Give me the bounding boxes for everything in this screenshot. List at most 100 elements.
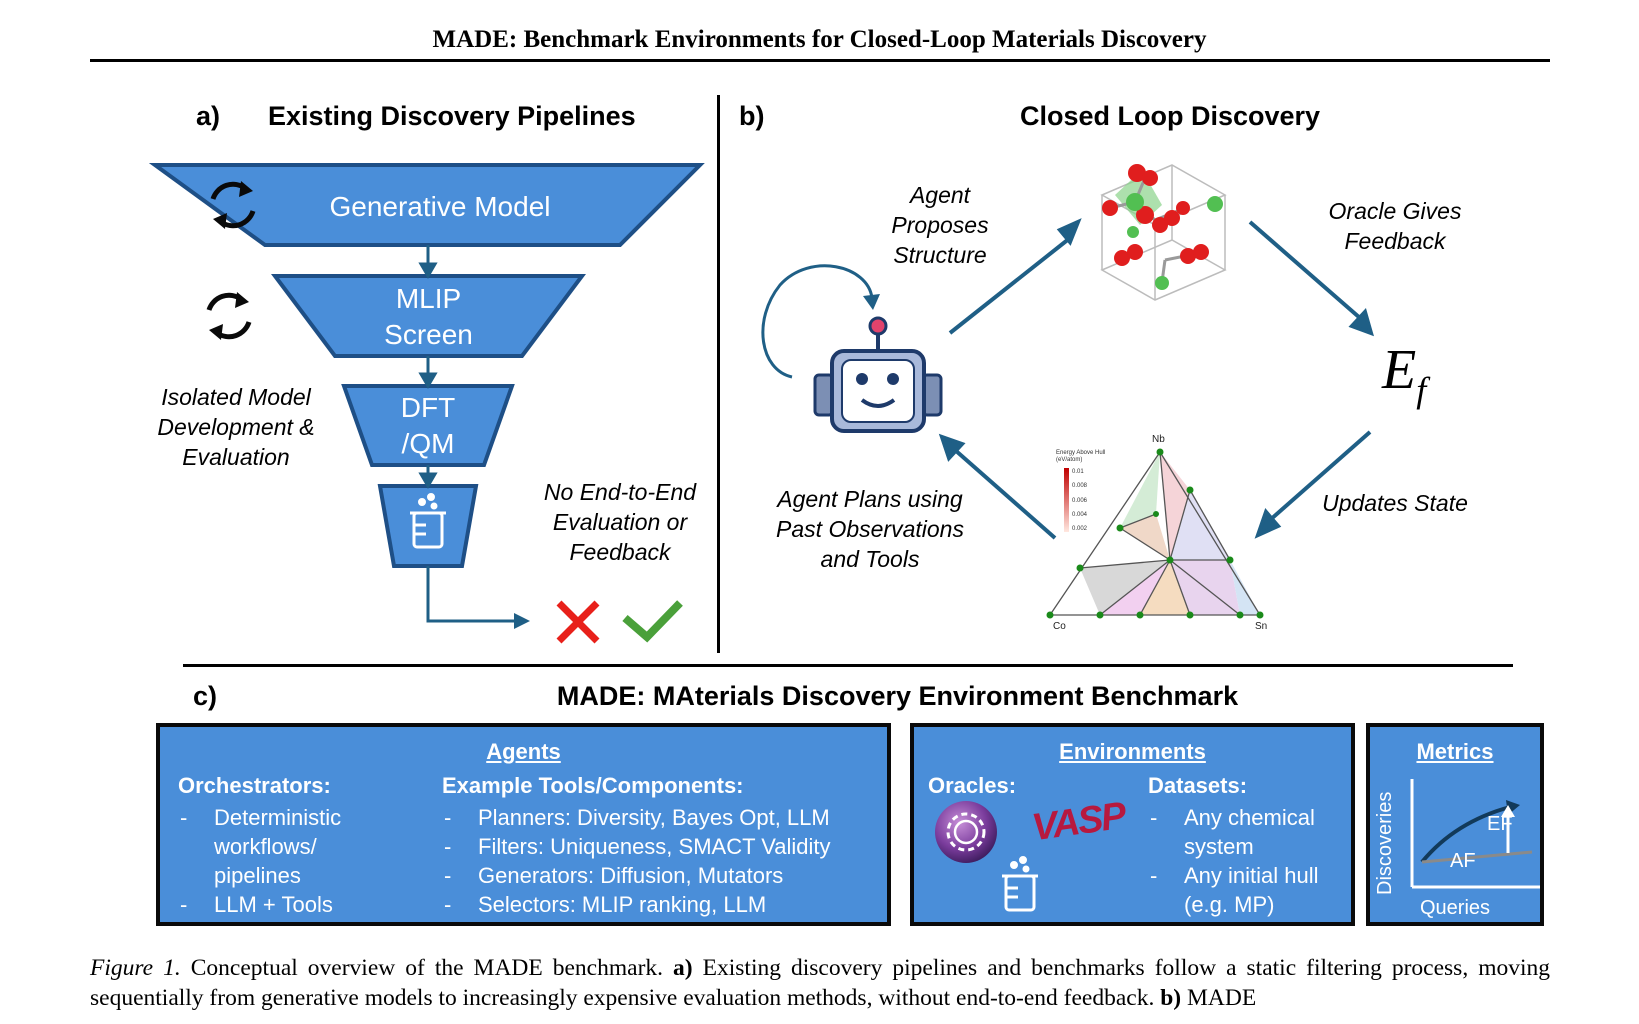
panel-b-title: Closed Loop Discovery <box>1020 101 1321 131</box>
datasets-label: Datasets: <box>1148 773 1248 798</box>
caption-text: Conceptual overview of the MADE benchmar… <box>190 955 664 981</box>
metrics-x-label: Queries <box>1419 897 1491 919</box>
vertex-nb-label: Nb <box>1152 434 1165 445</box>
panel-c-letter: c) <box>193 681 218 711</box>
no-feedback-line-1: No End-to-End <box>543 479 697 505</box>
list-item: Any initial hull (e.g. MP) <box>1148 861 1348 919</box>
energy-symbol-base: E <box>1382 339 1417 401</box>
output-arrow <box>426 566 516 623</box>
no-feedback-label: No End-to-End Evaluation or Feedback <box>520 477 720 567</box>
red-cross-icon <box>556 600 600 644</box>
caption-b-text: MADE <box>1187 985 1257 1011</box>
colorbar <box>1064 468 1069 532</box>
environments-box: Environments Oracles: VASP Datasets: Any… <box>910 723 1355 926</box>
af-label: AF <box>1450 850 1476 872</box>
dft-text: DFT <box>400 392 456 423</box>
agent-proposes-line-2: Proposes <box>891 212 989 238</box>
agents-box: Agents Orchestrators: Deterministic work… <box>156 723 891 926</box>
closed-loop-diagram <box>761 164 1375 619</box>
panel-a-title: Existing Discovery Pipelines <box>268 101 636 131</box>
header-rule <box>90 59 1550 62</box>
formation-energy-symbol: Ef <box>1382 338 1427 410</box>
caption-b-label: b) <box>1160 985 1182 1011</box>
list-item: Generators: Diffusion, Mutators <box>442 861 882 890</box>
list-item: Filters: Uniqueness, SMACT Validity <box>442 832 882 861</box>
colorbar-tick: 0.006 <box>1072 497 1088 504</box>
oracle-feedback-line-1: Oracle Gives <box>1328 198 1462 224</box>
orchestrators-list: Deterministic workflows/ pipelines LLM +… <box>178 803 378 919</box>
cycle-arrows-icon <box>206 292 252 340</box>
no-feedback-line-3: Feedback <box>569 539 671 565</box>
tools-label: Example Tools/Components: <box>442 773 744 798</box>
isolated-line-2: Development & <box>157 414 315 440</box>
beaker-icon <box>410 493 446 549</box>
green-check-icon <box>622 600 683 643</box>
mlip-text: MLIP <box>395 283 462 314</box>
dft-qm-label: DFT/QM <box>372 389 484 463</box>
agent-proposes-line-1: Agent <box>909 182 971 208</box>
self-loop-arrow <box>761 264 874 379</box>
vertex-co-label: Co <box>1053 621 1066 632</box>
ternary-phase-diagram-icon <box>1046 448 1264 619</box>
tools-list: Planners: Diversity, Bayes Opt, LLM Filt… <box>442 803 882 919</box>
colorbar-tick: 0.004 <box>1072 511 1088 518</box>
robot-icon <box>813 316 943 433</box>
agent-plans-line-2: Past Observations <box>776 516 964 542</box>
beaker-icon <box>1002 856 1038 912</box>
colorbar-tick: 0.008 <box>1072 483 1088 490</box>
agent-plans-label: Agent Plans using Past Observations and … <box>760 484 980 574</box>
colorbar-title-line-1: Energy Above Hull <box>1056 450 1106 456</box>
panel-divider <box>717 95 720 653</box>
mlip-oracle-icon <box>935 801 997 863</box>
agent-proposes-line-3: Structure <box>893 242 987 268</box>
colorbar-title: Energy Above Hull (eV/atom) <box>1056 450 1105 464</box>
list-item: Deterministic workflows/ pipelines <box>178 803 384 890</box>
list-item: Any chemical system <box>1148 803 1348 861</box>
agent-plans-line-3: and Tools <box>820 546 920 572</box>
orchestrators-label: Orchestrators: <box>178 773 331 798</box>
crystal-structure-icon <box>1100 164 1227 301</box>
list-item: Planners: Diversity, Bayes Opt, LLM <box>442 803 882 832</box>
metrics-y-label: Discoveries <box>1374 791 1396 895</box>
panel-b-letter: b) <box>739 101 765 131</box>
isolated-line-1: Isolated Model <box>161 384 311 410</box>
colorbar-ticks: 0.01 0.008 0.006 0.004 0.002 <box>1072 465 1087 536</box>
agent-plans-line-1: Agent Plans using <box>777 486 963 512</box>
energy-symbol-sub: f <box>1416 370 1427 410</box>
oracle-feedback-line-2: Feedback <box>1344 228 1446 254</box>
lab-layer <box>377 484 479 568</box>
metrics-title: Metrics <box>1416 739 1494 764</box>
colorbar-tick: 0.01 <box>1072 469 1084 475</box>
vertex-sn-label: Sn <box>1255 621 1268 632</box>
isolated-model-label: Isolated Model Development & Evaluation <box>140 382 332 472</box>
agent-proposes-label: Agent Proposes Structure <box>860 180 1020 270</box>
no-feedback-line-2: Evaluation or <box>552 509 688 535</box>
mlip-screen-layer <box>271 274 586 358</box>
caption-a-label: a) <box>673 955 693 981</box>
dft-qm-layer <box>341 384 515 467</box>
agents-title: Agents <box>486 739 561 764</box>
updates-state-label: Updates State <box>1322 490 1468 516</box>
ef-label: EF <box>1487 813 1513 835</box>
colorbar-title-line-2: (eV/atom) <box>1056 457 1083 463</box>
oracle-feedback-label: Oracle Gives Feedback <box>1300 196 1490 256</box>
oracles-label: Oracles: <box>928 773 1017 798</box>
cycle-arrows-icon <box>210 181 256 229</box>
panel-a-letter: a) <box>196 101 221 131</box>
colorbar-tick: 0.002 <box>1072 526 1088 533</box>
caption-a-text: Existing discovery pipelines and benchma… <box>90 955 1551 1011</box>
caption-figure-label: Figure 1. <box>90 955 181 981</box>
panel-c-title: MADE: MAterials Discovery Environment Be… <box>556 681 1239 711</box>
caption-paragraph: Figure 1. Conceptual overview of the MAD… <box>90 953 1550 1013</box>
metrics-box: Metrics Discoveries EF AF Queries <box>1366 723 1544 926</box>
panel-c-separator <box>183 664 1513 667</box>
figure-caption: Figure 1. Conceptual overview of the MAD… <box>90 953 1550 1013</box>
environments-title: Environments <box>1059 739 1206 764</box>
oracle-logos <box>935 801 1038 912</box>
qm-text: /QM <box>401 428 455 459</box>
list-item: Selectors: MLIP ranking, LLM <box>442 890 882 919</box>
page-header-title: MADE: Benchmark Environments for Closed-… <box>432 26 1207 53</box>
list-item: LLM + Tools <box>178 890 378 919</box>
generative-model-label: Generative Model <box>329 191 551 222</box>
